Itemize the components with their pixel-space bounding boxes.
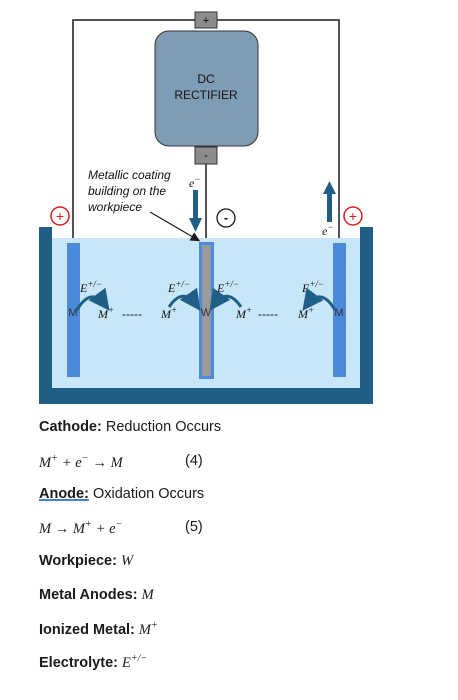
curl-arrow-right [302, 287, 337, 311]
cathode-text: Reduction Occurs [105, 419, 222, 435]
workpiece-title: Workpiece: [39, 553, 117, 569]
right-anode-label: M [334, 307, 343, 319]
metal-anodes-symbol: M [141, 587, 154, 603]
negative-terminal [194, 146, 218, 165]
rectifier-label-line1: DC [197, 72, 215, 86]
electron-label-anode: e− [322, 222, 333, 238]
electrolyte-sup: +/− [130, 653, 148, 664]
right-anode [333, 243, 346, 377]
wire-left [72, 19, 206, 244]
ionized-metal-title: Ionized Metal: [39, 621, 135, 638]
electrolyte-title: Electrolyte: [39, 654, 118, 671]
cathode-legend: Cathode: Reduction Occurs [39, 419, 221, 435]
wire-right [206, 19, 340, 244]
cathode-electron-arrow-shaft [193, 190, 198, 218]
eq5-sup: + [84, 519, 92, 530]
eq4-number: (4) [185, 453, 203, 469]
workpiece-legend: Workpiece: W [39, 553, 133, 570]
coating-note-line2: building on the [88, 184, 166, 198]
anode-electron-arrow-head [323, 181, 336, 194]
left-anode-sign [50, 206, 70, 226]
rectifier-label-line2: RECTIFIER [174, 88, 238, 102]
positive-terminal [194, 11, 218, 29]
left-anode [67, 243, 80, 377]
ionized-metal-sup: + [151, 620, 158, 631]
ion-label-right: M+ [297, 305, 314, 321]
eq4-sup: + [51, 453, 58, 464]
dc-rectifier [154, 30, 259, 147]
eq4-sup-minus: − [81, 453, 89, 464]
ion-label-left: M+ [97, 305, 114, 321]
curl-arrow-center-left [167, 287, 201, 311]
curl-arrow-left [75, 287, 110, 311]
positive-terminal-label: + [203, 15, 209, 27]
workpiece-label: W [201, 307, 212, 319]
eq5-mid: + e [95, 520, 116, 537]
eq4-lhs: M [39, 454, 52, 471]
right-anode-sign-label: + [349, 208, 357, 224]
anode-electron-arrow-shaft [327, 194, 332, 222]
electron-label-cathode: e− [189, 174, 200, 190]
eq5-sup-minus: − [115, 519, 123, 530]
coating-note-line1: Metallic coating [88, 168, 171, 182]
left-anode-sign-label: + [56, 208, 64, 224]
ion-label-center-left: M+ [160, 305, 177, 321]
anode-legend: Anode: Oxidation Occurs [39, 486, 204, 502]
anode-text: Oxidation Occurs [92, 486, 205, 502]
ion-dashes-right: ----- [258, 307, 278, 321]
workpiece [202, 245, 211, 376]
equation-4: M+ + e− → M (4) [39, 453, 203, 472]
electrolyte-label-left: E+/− [79, 279, 102, 295]
metal-anodes-legend: Metal Anodes: M [39, 587, 154, 604]
eq4-mid: + e [61, 454, 82, 471]
coating-note: Metallic coating building on the workpie… [88, 168, 174, 214]
left-anode-label: M [68, 307, 77, 319]
equation-5: M → M+ + e− (5) [39, 519, 203, 538]
cathode-electron-arrow-head [189, 218, 202, 232]
eq4-rhs: → M [92, 454, 123, 471]
ion-dashes-left: ----- [122, 307, 142, 321]
electrolyte-legend: Electrolyte: E+/− [39, 653, 147, 672]
cathode-sign [216, 208, 236, 228]
ionized-metal-symbol: M [138, 621, 151, 638]
coating-note-line3: workpiece [88, 200, 142, 214]
negative-terminal-label: - [204, 150, 208, 162]
metal-anodes-title: Metal Anodes: [39, 587, 138, 603]
electroplating-diagram: + - DC RECTIFIER M M W e− e− - + + Metal… [39, 11, 373, 404]
curl-arrow-center-right [209, 287, 243, 311]
workpiece-symbol: W [120, 553, 134, 569]
coating-pointer-arrow [149, 211, 201, 242]
cathode-title: Cathode: [39, 419, 102, 435]
ion-label-center-right: M+ [235, 305, 252, 321]
cathode-sign-label: - [224, 211, 228, 225]
anode-title: Anode: [39, 486, 89, 502]
electrolyte-label-center-left: E+/− [167, 279, 190, 295]
electrolyte-symbol: E [122, 654, 131, 671]
right-anode-sign [343, 206, 363, 226]
eq5-number: (5) [185, 519, 203, 535]
ionized-metal-legend: Ionized Metal: M+ [39, 620, 158, 639]
eq5-lhs: M → M [39, 520, 85, 537]
